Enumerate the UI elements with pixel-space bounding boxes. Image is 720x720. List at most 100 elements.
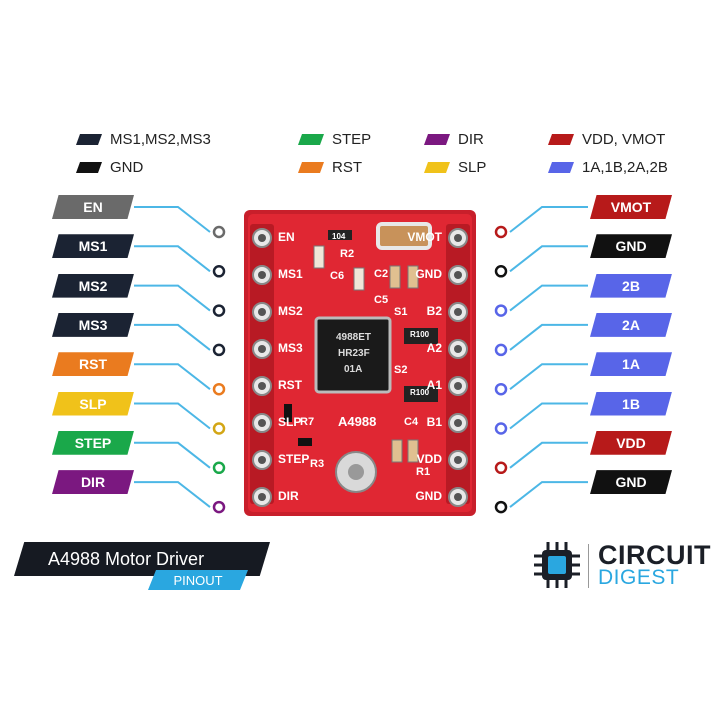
page-title: A4988 Motor Driver <box>48 548 205 569</box>
legend-item: 1A,1B,2A,2B <box>547 159 668 176</box>
legend-label: GND <box>110 159 144 176</box>
left-pin-label-ms2: MS2 <box>52 273 134 298</box>
left-pin-marker <box>212 304 226 317</box>
left-pin-marker <box>212 225 226 239</box>
chip-name: A4988 <box>338 414 377 429</box>
silk-part-label: C4 <box>404 416 419 428</box>
left-pin-marker <box>212 343 226 357</box>
silk-left-label: MS3 <box>278 341 303 355</box>
silk-right-label: GND <box>415 267 442 281</box>
legend-item: STEP <box>297 131 372 148</box>
right-pin-label-1a: 1A <box>590 352 672 377</box>
right-wire <box>509 363 588 390</box>
board-pin-center <box>258 345 266 353</box>
resistor-value-label: R100 <box>410 330 430 339</box>
board-pin-center <box>454 345 462 353</box>
left-pin-label-en: EN <box>52 195 134 219</box>
left-pin-label-rst: RST <box>52 352 134 377</box>
legend-label: 1A,1B,2A,2B <box>582 159 668 176</box>
board-pin-center <box>258 419 266 427</box>
right-pin-label-vmot: VMOT <box>590 195 672 219</box>
silk-part-label: C6 <box>330 270 345 282</box>
chip-marking-3: 01A <box>344 364 363 375</box>
chip-marking-2: HR23F <box>338 348 370 359</box>
left-wire <box>134 323 211 351</box>
silk-left-label: DIR <box>278 489 299 503</box>
left-pin-marker <box>212 382 226 396</box>
silk-right-label: B2 <box>426 304 442 318</box>
silk-part-label: R1 <box>416 466 431 478</box>
silk-left-label: STEP <box>278 452 310 466</box>
silk-part-label: R2 <box>340 248 355 260</box>
legend-item: RST <box>297 159 362 176</box>
legend-item: MS1,MS2,MS3 <box>75 131 211 148</box>
legend-label: STEP <box>332 131 372 148</box>
legend-item: DIR <box>423 131 484 148</box>
right-pin-marker <box>494 343 508 357</box>
page-subtitle: PINOUT <box>173 572 223 588</box>
legend-label: RST <box>332 159 362 176</box>
right-pin-marker <box>494 422 508 435</box>
left-wire <box>134 402 211 430</box>
left-pin-label-ms3: MS3 <box>52 312 134 337</box>
board-pin-center <box>258 382 266 390</box>
brand-divider <box>588 544 589 588</box>
board-pin-center <box>258 308 266 316</box>
left-wire <box>134 245 211 273</box>
left-wire <box>134 206 211 233</box>
board-graphic <box>244 210 476 516</box>
legend-label: SLP <box>458 159 487 176</box>
board-pin-center <box>258 271 266 279</box>
board-pin-center <box>454 419 462 427</box>
left-pin-marker <box>212 500 226 514</box>
board-pin-center <box>454 308 462 316</box>
left-wire <box>134 441 211 469</box>
board-pin-center <box>454 382 462 390</box>
legend-label: MS1,MS2,MS3 <box>110 131 211 148</box>
silk-right-label: A2 <box>426 341 442 355</box>
right-wire <box>509 245 588 273</box>
right-pin-label-vdd: VDD <box>590 430 672 455</box>
left-pin-marker <box>212 422 226 435</box>
board-pin-center <box>454 493 462 501</box>
legend-item: VDD, VMOT <box>547 131 666 148</box>
legend-item: SLP <box>423 159 487 176</box>
silk-left-label: RST <box>278 378 302 392</box>
silk-part-label: R3 <box>310 458 325 470</box>
silk-left-label: SLP <box>278 415 302 429</box>
brand-logo-icon <box>534 542 580 588</box>
silk-part-label: 104 <box>332 232 346 241</box>
right-wire <box>509 284 588 312</box>
right-header-pins <box>446 224 470 504</box>
board-pin-center <box>454 234 462 242</box>
legend-label: DIR <box>458 131 484 148</box>
right-pin-label-gnd: GND <box>590 470 672 495</box>
left-pin-marker <box>212 265 226 278</box>
silk-right-label: B1 <box>426 415 442 429</box>
legend-label: VDD, VMOT <box>582 131 666 148</box>
left-wire <box>134 481 211 508</box>
board-pin-center <box>258 456 266 464</box>
silk-left-label: MS1 <box>278 267 303 281</box>
board-pin-center <box>258 234 266 242</box>
legend-item: GND <box>75 159 144 176</box>
right-pin-marker <box>494 265 508 278</box>
board-pin-holes <box>252 228 468 507</box>
board-pin-center <box>454 456 462 464</box>
silk-right-label: VMOT <box>407 230 442 244</box>
board-pin-center <box>258 493 266 501</box>
right-wire <box>509 402 588 430</box>
resistor-value-label: R100 <box>410 388 430 397</box>
right-pin-marker <box>494 500 508 514</box>
left-wire <box>134 284 211 312</box>
right-wire <box>509 206 588 233</box>
silk-part-label: S2 <box>394 364 408 376</box>
silk-left-label: MS2 <box>278 304 303 318</box>
right-pin-label-1b: 1B <box>590 391 672 416</box>
silk-right-label: A1 <box>426 378 442 392</box>
left-pin-label-step: STEP <box>52 430 134 455</box>
right-pin-marker <box>494 304 508 317</box>
left-pin-label-dir: DIR <box>52 470 134 495</box>
